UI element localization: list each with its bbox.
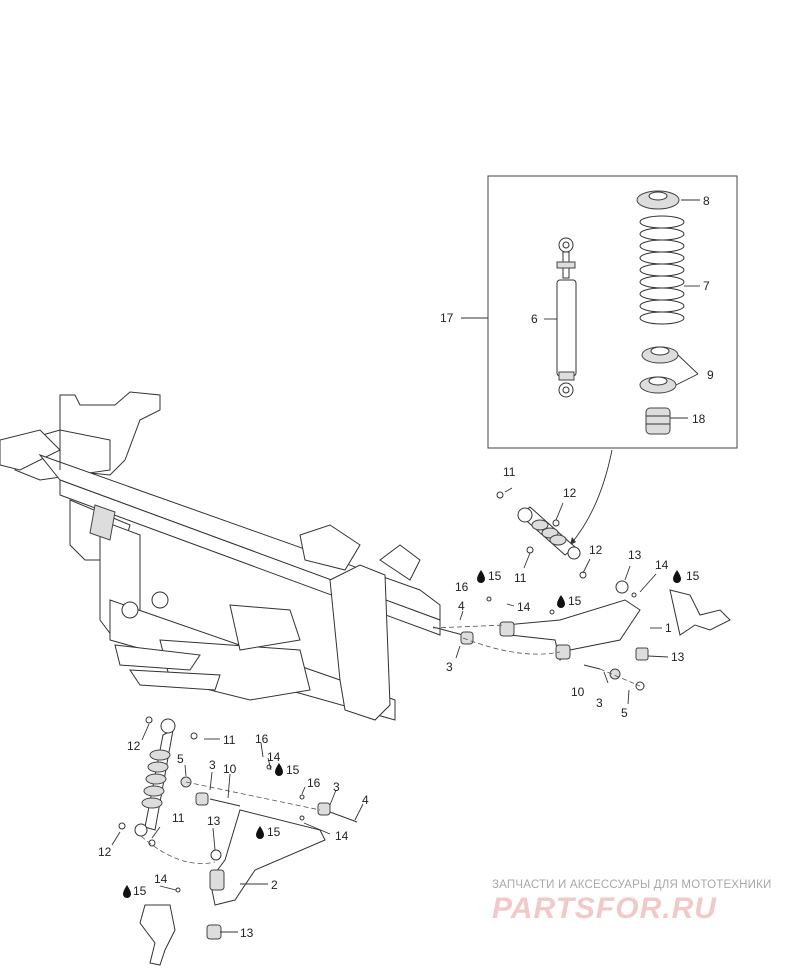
callout-5: 5 xyxy=(177,752,184,766)
callout-3: 3 xyxy=(333,780,340,794)
callout-10: 10 xyxy=(571,685,585,699)
leader-lines xyxy=(111,487,669,933)
callout-8: 8 xyxy=(703,194,710,208)
callout-4: 4 xyxy=(362,793,369,807)
oil-drop-icon xyxy=(275,763,283,776)
callout-15: 15 xyxy=(267,825,281,839)
oil-drop-icon xyxy=(256,826,264,839)
bump-stop-part xyxy=(645,407,671,435)
shock-kit-detail-box xyxy=(487,175,738,449)
callout-14: 14 xyxy=(154,872,168,886)
callout-11: 11 xyxy=(514,571,527,585)
callout-13: 13 xyxy=(207,814,221,828)
callout-12: 12 xyxy=(589,543,603,557)
right-shock-assembly xyxy=(496,491,587,579)
callout-10: 10 xyxy=(223,762,237,776)
callout-15: 15 xyxy=(286,763,300,777)
spring-seat-part xyxy=(639,346,679,394)
oil-drop-icon xyxy=(123,885,131,898)
vehicle-frame xyxy=(0,391,441,721)
callout-9: 9 xyxy=(707,368,714,382)
callout-18: 18 xyxy=(692,412,706,426)
callout-14: 14 xyxy=(655,558,669,572)
callout-13: 13 xyxy=(628,548,642,562)
watermark-logo: PARTSFOR.RU xyxy=(492,892,717,925)
callout-12: 12 xyxy=(127,739,141,753)
callout-11: 11 xyxy=(223,733,236,747)
callout-3: 3 xyxy=(209,758,216,772)
callout-13: 13 xyxy=(671,650,685,664)
callout-15: 15 xyxy=(686,569,700,583)
callout-16: 16 xyxy=(455,580,469,594)
callout-16: 16 xyxy=(255,732,269,746)
coil-spring-part xyxy=(639,215,685,325)
callout-11: 11 xyxy=(503,465,516,479)
right-hardware xyxy=(432,592,645,691)
callout-17: 17 xyxy=(440,311,454,325)
callout-labels: 8 7 9 18 6 17 11 12 12 11 13 14 15 15 16… xyxy=(98,194,714,940)
callout-1: 1 xyxy=(665,621,672,635)
callout-11: 11 xyxy=(172,811,185,825)
oil-drop-icon xyxy=(477,570,485,583)
callout-6: 6 xyxy=(531,312,538,326)
callout-13: 13 xyxy=(240,926,254,940)
spring-cap-part xyxy=(636,190,680,210)
shock-absorber-part xyxy=(556,237,577,398)
oil-drop-icon xyxy=(673,570,681,583)
callout-14: 14 xyxy=(335,829,349,843)
callout-3: 3 xyxy=(596,696,603,710)
oil-drop-icon xyxy=(557,595,565,608)
callout-12: 12 xyxy=(98,845,112,859)
callout-5: 5 xyxy=(621,706,628,720)
callout-14: 14 xyxy=(267,750,281,764)
callout-3: 3 xyxy=(446,660,453,674)
callout-14: 14 xyxy=(517,600,531,614)
left-shock-assembly xyxy=(118,716,198,847)
right-lower-a-arm xyxy=(499,580,731,661)
callout-15: 15 xyxy=(488,569,502,583)
callout-4: 4 xyxy=(458,599,465,613)
left-hardware xyxy=(140,764,358,893)
callout-15: 15 xyxy=(133,884,147,898)
watermark-tagline: ЗАПЧАСТИ И АКСЕССУАРЫ ДЛЯ МОТОТЕХНИКИ xyxy=(492,879,772,891)
callout-15: 15 xyxy=(568,594,582,608)
callout-2: 2 xyxy=(271,878,278,892)
callout-16: 16 xyxy=(307,776,321,790)
callout-12: 12 xyxy=(563,486,577,500)
callout-7: 7 xyxy=(703,279,710,293)
